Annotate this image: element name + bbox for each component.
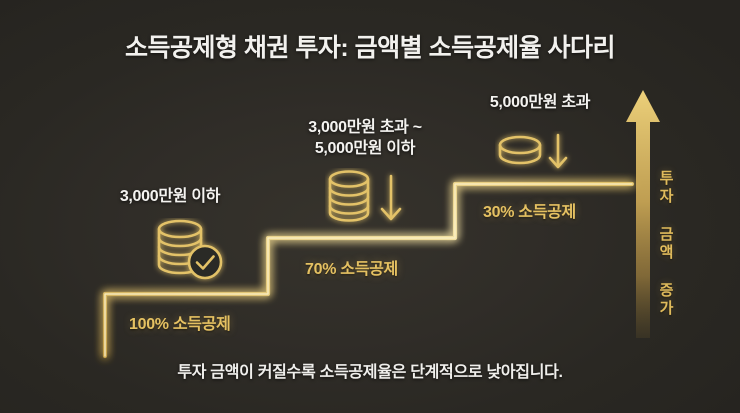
page-title: 소득공제형 채권 투자: 금액별 소득공제율 사다리 — [124, 34, 616, 62]
single-coin-down-arrow-icon — [498, 133, 568, 169]
tier-2-amount-line2: 5,000만원 이하 — [314, 140, 416, 157]
coin-stack-down-arrow-icon — [328, 170, 402, 222]
coin-stack-check-icon — [157, 219, 223, 280]
tier-3-rate-label: 30% 소득공제 — [483, 204, 576, 221]
tier-3-amount-label: 5,000만원 초과 — [489, 94, 591, 111]
tier-2-amount-line1: 3,000만원 초과 ~ — [308, 119, 422, 136]
footer-caption: 투자 금액이 커질수록 소득공제율은 단계적으로 낮아집니다. — [177, 364, 563, 381]
up-arrow-icon — [626, 90, 660, 338]
tier-2-rate-label: 70% 소득공제 — [305, 261, 398, 278]
tier-2-amount-label: 3,000만원 초과 ~ 5,000만원 이하 — [275, 117, 455, 159]
tier-1-amount-label: 3,000만원 이하 — [119, 188, 221, 205]
tier-1-rate-label: 100% 소득공제 — [129, 316, 231, 333]
growth-axis-label: 투자 금액 증가 — [657, 170, 674, 318]
